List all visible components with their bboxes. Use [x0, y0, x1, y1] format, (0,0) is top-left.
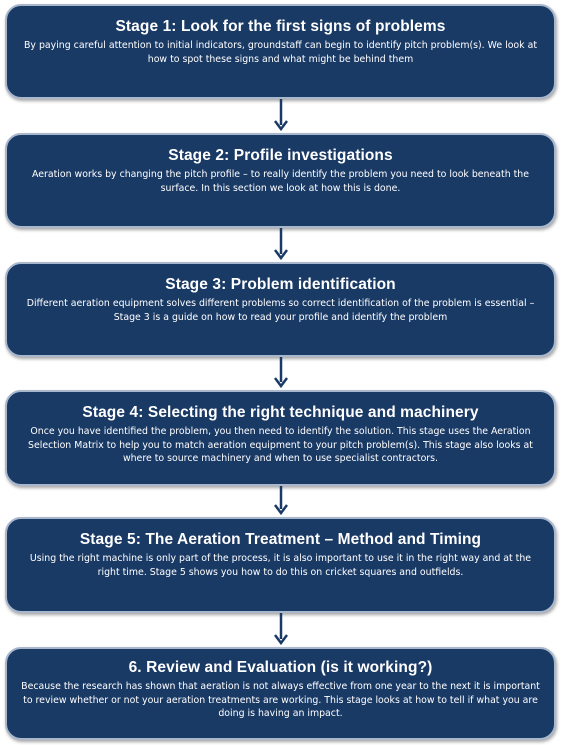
stage-3-description: Different aeration equipment solves diff… — [26, 298, 535, 323]
stage-6-description: Because the research has shown that aera… — [21, 681, 540, 719]
down-arrow-icon — [274, 613, 288, 646]
stage-5-box: Stage 5: The Aeration Treatment – Method… — [5, 517, 556, 613]
stage-3-title: Stage 3: Problem identification — [165, 276, 396, 293]
stage-1-box: Stage 1: Look for the first signs of pro… — [5, 4, 556, 99]
arrow-connector-5 — [271, 613, 291, 647]
arrow-connector-2 — [271, 228, 291, 262]
stage-2-box: Stage 2: Profile investigations Aeration… — [5, 133, 556, 228]
down-arrow-icon — [274, 228, 288, 261]
stage-6-title: 6. Review and Evaluation (is it working?… — [128, 659, 433, 676]
stage-3-box: Stage 3: Problem identification Differen… — [5, 262, 556, 357]
down-arrow-icon — [274, 357, 288, 389]
stage-1-title: Stage 1: Look for the first signs of pro… — [115, 18, 446, 35]
arrow-connector-1 — [271, 99, 291, 133]
down-arrow-icon — [274, 486, 288, 516]
stage-4-box: Stage 4: Selecting the right technique a… — [5, 390, 556, 486]
down-arrow-icon — [274, 99, 288, 132]
arrow-connector-3 — [271, 357, 291, 390]
stage-4-title: Stage 4: Selecting the right technique a… — [82, 404, 479, 421]
stage-5-description: Using the right machine is only part of … — [29, 553, 532, 578]
arrow-connector-4 — [271, 486, 291, 517]
stage-4-description: Once you have identified the problem, yo… — [28, 426, 533, 464]
stage-5-title: Stage 5: The Aeration Treatment – Method… — [79, 531, 482, 548]
stage-6-box: 6. Review and Evaluation (is it working?… — [5, 647, 556, 740]
stage-2-description: Aeration works by changing the pitch pro… — [31, 169, 529, 194]
stage-2-title: Stage 2: Profile investigations — [168, 147, 393, 164]
stage-1-description: By paying careful attention to initial i… — [24, 40, 537, 65]
